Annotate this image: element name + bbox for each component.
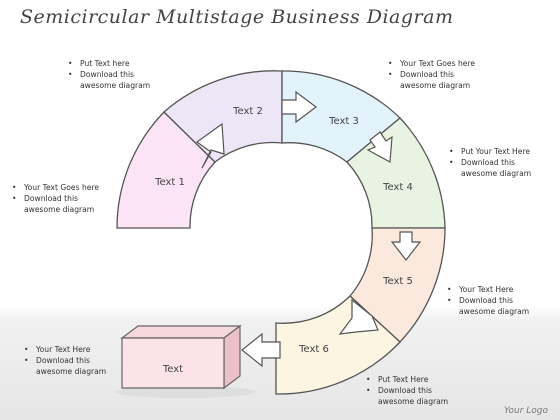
note-bullet: Your Text Here xyxy=(22,344,118,355)
arrow-1-to-2-icon xyxy=(195,122,225,169)
note-bottom-middle: Put Text Here Download this awesome diag… xyxy=(364,374,464,407)
segment-5-label: Text 5 xyxy=(382,276,413,287)
segment-6-label: Text 6 xyxy=(298,344,329,355)
arrow-6-to-box-icon xyxy=(241,332,281,368)
note-bottom-left: Your Text Here Download this awesome dia… xyxy=(22,344,118,377)
note-bullet: Download this awesome diagram xyxy=(447,157,545,179)
note-bullet: Put Text here xyxy=(66,58,166,69)
segment-4-label: Text 4 xyxy=(382,182,413,193)
box-label: Text xyxy=(162,364,183,375)
note-bullet: Download this awesome diagram xyxy=(364,385,464,407)
note-bullet: Your Text Goes here xyxy=(386,58,492,69)
arrow-2-to-3-icon xyxy=(281,90,317,124)
note-bullet: Download this awesome diagram xyxy=(386,69,492,91)
page-title: Semicircular Multistage Business Diagram xyxy=(20,6,454,28)
note-bullet: Download this awesome diagram xyxy=(445,295,543,317)
note-top-right: Your Text Goes here Download this awesom… xyxy=(386,58,492,91)
note-right-lower: Your Text Here Download this awesome dia… xyxy=(445,284,543,317)
note-left: Your Text Goes here Download this awesom… xyxy=(10,182,106,215)
note-bullet: Put Your Text Here xyxy=(447,146,545,157)
segment-2-label: Text 2 xyxy=(232,106,263,117)
arrow-5-to-6-icon xyxy=(338,298,379,335)
arrow-3-to-4-icon xyxy=(366,131,393,163)
arrow-4-to-5-icon xyxy=(390,231,422,261)
logo-text: Your Logo xyxy=(503,406,548,416)
segment-1-label: Text 1 xyxy=(154,177,185,188)
note-bullet: Your Text Goes here xyxy=(10,182,106,193)
note-right-upper: Put Your Text Here Download this awesome… xyxy=(447,146,545,179)
note-bullet: Download this awesome diagram xyxy=(22,355,118,377)
segment-3-label: Text 3 xyxy=(328,116,359,127)
note-bullet: Download this awesome diagram xyxy=(10,193,106,215)
note-bullet: Download this awesome diagram xyxy=(66,69,166,91)
text-box: Text xyxy=(115,324,255,398)
note-bullet: Your Text Here xyxy=(445,284,543,295)
note-top-left: Put Text here Download this awesome diag… xyxy=(66,58,166,91)
note-bullet: Put Text Here xyxy=(364,374,464,385)
